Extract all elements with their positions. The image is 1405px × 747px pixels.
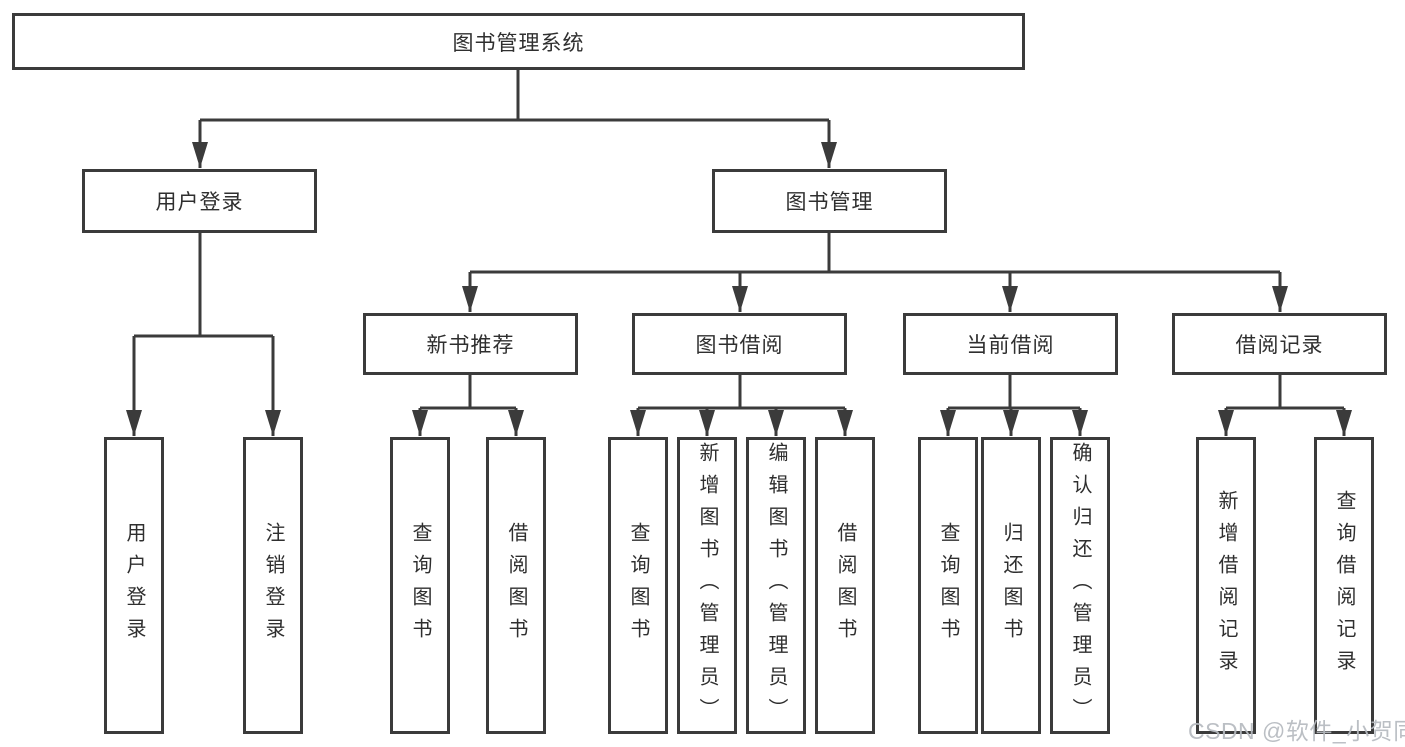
leaf-return-books: 归还图书 <box>981 437 1041 734</box>
node-label: 查询图书 <box>937 521 959 650</box>
node-label: 用户登录 <box>123 521 145 650</box>
node-label: 新增图书（管理员） <box>696 441 718 730</box>
leaf-add-book-admin: 新增图书（管理员） <box>677 437 737 734</box>
node-label: 图书借阅 <box>695 334 784 357</box>
leaf-query-borrow-record: 查询借阅记录 <box>1314 437 1374 734</box>
node-label: 新增借阅记录 <box>1215 489 1237 682</box>
node-book-management: 图书管理 <box>712 169 947 233</box>
node-label: 借阅图书 <box>505 521 527 650</box>
node-label: 用户登录 <box>155 191 244 214</box>
node-label: 查询图书 <box>409 521 431 650</box>
leaf-logout: 注销登录 <box>243 437 303 734</box>
node-label: 确认归还（管理员） <box>1069 441 1091 730</box>
node-label: 注销登录 <box>262 521 284 650</box>
node-label: 图书管理 <box>785 191 874 214</box>
leaf-borrow-books: 借阅图书 <box>815 437 875 734</box>
node-borrow-records: 借阅记录 <box>1172 313 1387 375</box>
leaf-edit-book-admin: 编辑图书（管理员） <box>746 437 806 734</box>
node-current-borrow: 当前借阅 <box>903 313 1118 375</box>
node-label: 编辑图书（管理员） <box>765 441 787 730</box>
leaf-query-books-current: 查询图书 <box>918 437 978 734</box>
node-label: 新书推荐 <box>426 334 515 357</box>
leaf-add-borrow-record: 新增借阅记录 <box>1196 437 1256 734</box>
node-root-system: 图书管理系统 <box>12 13 1025 70</box>
leaf-query-books-borrow: 查询图书 <box>608 437 668 734</box>
node-user-login: 用户登录 <box>82 169 317 233</box>
watermark: CSDN @软件_小贺同学 <box>1188 718 1405 744</box>
node-book-borrow: 图书借阅 <box>632 313 847 375</box>
leaf-query-books-recommend: 查询图书 <box>390 437 450 734</box>
node-label: 当前借阅 <box>966 334 1055 357</box>
leaf-user-login: 用户登录 <box>104 437 164 734</box>
node-label: 借阅记录 <box>1235 334 1324 357</box>
node-label: 查询借阅记录 <box>1333 489 1355 682</box>
leaf-confirm-return-admin: 确认归还（管理员） <box>1050 437 1110 734</box>
node-label: 归还图书 <box>1000 521 1022 650</box>
node-new-book-recommend: 新书推荐 <box>363 313 578 375</box>
node-label: 借阅图书 <box>834 521 856 650</box>
node-label: 查询图书 <box>627 521 649 650</box>
leaf-borrow-books-recommend: 借阅图书 <box>486 437 546 734</box>
node-label: 图书管理系统 <box>452 31 585 55</box>
